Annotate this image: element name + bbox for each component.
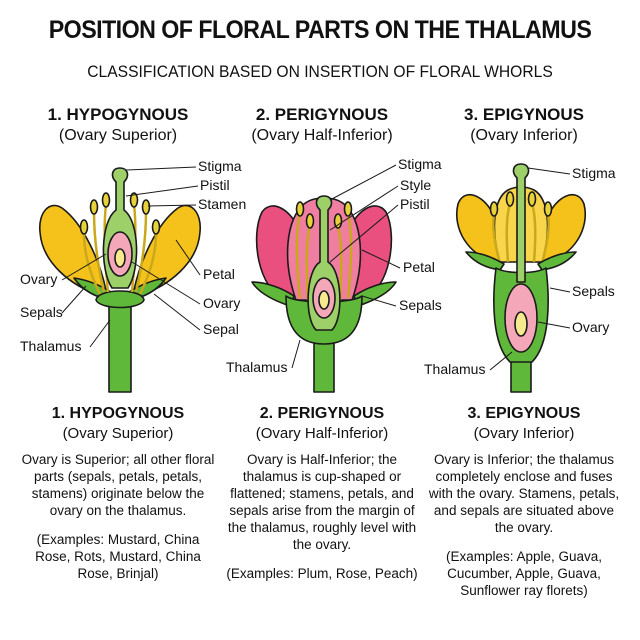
label-pistil: Pistil [400, 196, 430, 212]
label-stigma: Stigma [398, 156, 442, 172]
label-sepals: Sepals [572, 283, 615, 299]
hypogynous-flower [39, 167, 201, 393]
heading-subtitle: (Ovary Inferior) [470, 127, 578, 144]
heading-subtitle: (Ovary Half-Inferior) [251, 127, 393, 144]
sepal-right [537, 251, 577, 271]
thalamus [95, 290, 145, 309]
description-subtitle: (Ovary Half-Inferior) [255, 425, 389, 442]
leader-lines [61, 164, 571, 371]
label-pistil: Pistil [200, 177, 230, 193]
heading-title: 1. HYPOGYNOUS [47, 105, 189, 124]
label-stamen: Stamen [198, 196, 246, 212]
label-petal: Petal [203, 266, 235, 282]
label-sepals: Sepals [20, 304, 63, 320]
label-sepals: Sepals [399, 297, 442, 313]
petal-left [39, 204, 107, 297]
label-stigma: Stigma [572, 165, 616, 181]
description-subtitle: (Ovary Inferior) [473, 425, 575, 442]
stem [108, 299, 132, 393]
hypogynous-description: 1. HYPOGYNOUS (Ovary Superior) Ovary is … [18, 404, 218, 582]
description-examples: (Examples: Mustard, China Rose, Rots, Mu… [35, 532, 201, 581]
description-text: Ovary is Half-Inferior; the thalamus is … [227, 452, 417, 552]
description-subtitle: (Ovary Superior) [62, 425, 174, 442]
label-ovary-right: Ovary [203, 295, 240, 311]
stem [313, 339, 335, 393]
sepal-left [251, 281, 295, 307]
epigynous-description: 3. EPIGYNOUS (Ovary Inferior) Ovary is I… [424, 404, 624, 599]
perigynous-description: 2. PERIGYNOUS (Ovary Half-Inferior) Ovar… [222, 404, 422, 582]
ovule [514, 311, 528, 337]
description-title: 1. HYPOGYNOUS [51, 405, 185, 422]
page-subtitle: CLASSIFICATION BASED ON INSERTION OF FLO… [87, 62, 553, 81]
perigynous-heading: 2. PERIGYNOUS (Ovary Half-Inferior) [222, 104, 422, 146]
description-examples: (Examples: Plum, Rose, Peach) [226, 566, 418, 581]
description-text: Ovary is Inferior; the thalamus complete… [428, 452, 620, 535]
floral-diagram: Stigma Pistil Stamen Ovary Petal Ovary S… [20, 156, 616, 393]
label-thalamus: Thalamus [424, 361, 485, 377]
page-title: POSITION OF FLORAL PARTS ON THE THALAMUS [48, 16, 592, 44]
heading-title: 3. EPIGYNOUS [464, 105, 584, 124]
label-ovary: Ovary [20, 271, 57, 287]
description-title: 2. PERIGYNOUS [259, 405, 385, 422]
heading-subtitle: (Ovary Superior) [58, 127, 178, 144]
perigynous-flower [251, 195, 397, 393]
ovule [318, 290, 330, 310]
label-sepal: Sepal [203, 321, 239, 337]
epigynous-heading: 3. EPIGYNOUS (Ovary Inferior) [424, 104, 624, 146]
label-petal: Petal [403, 259, 435, 275]
description-text: Ovary is Superior; all other floral part… [21, 452, 215, 518]
label-ovary: Ovary [572, 319, 609, 335]
hypogynous-labels: Stigma Pistil Stamen Ovary Petal Ovary S… [20, 158, 246, 354]
heading-title: 2. PERIGYNOUS [255, 105, 389, 124]
stem [510, 359, 532, 393]
label-thalamus: Thalamus [20, 338, 81, 354]
stamens [295, 201, 353, 301]
style [512, 163, 530, 283]
label-stigma: Stigma [198, 158, 242, 174]
stamens [489, 191, 553, 265]
epigynous-flower [456, 163, 586, 393]
description-title: 3. EPIGYNOUS [467, 405, 581, 422]
epigynous-labels: Stigma Sepals Ovary Thalamus [424, 165, 616, 377]
sepal-left [465, 251, 505, 271]
ovule [114, 248, 126, 268]
label-style: Style [400, 177, 431, 193]
perigynous-labels: Stigma Style Pistil Petal Sepals Thalamu… [226, 156, 442, 375]
hypogynous-heading: 1. HYPOGYNOUS (Ovary Superior) [18, 104, 218, 146]
label-thalamus: Thalamus [226, 359, 287, 375]
description-examples: (Examples: Apple, Guava, Cucumber, Apple… [445, 549, 603, 598]
